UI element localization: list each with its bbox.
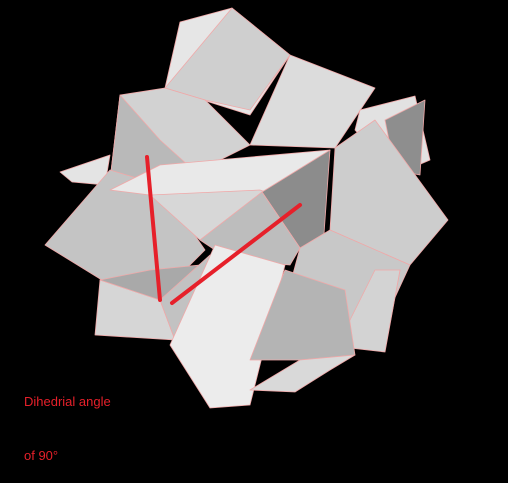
caption-line-1: Dihedrial angle (24, 394, 111, 409)
dihedral-marker-diagonal (170, 203, 302, 305)
dihedral-markers (145, 155, 302, 305)
face-right-mid (329, 119, 449, 266)
polyhedron (44, 7, 449, 409)
dihedral-marker-vertical (145, 155, 162, 302)
caption-line-2: of 90° (24, 448, 59, 463)
face-bottom-mid (249, 269, 356, 361)
polyhedron-diagram (44, 7, 449, 409)
dihedral-angle-caption: Dihedrial angle of 90° (24, 357, 111, 483)
face-bottom-right (249, 354, 356, 393)
